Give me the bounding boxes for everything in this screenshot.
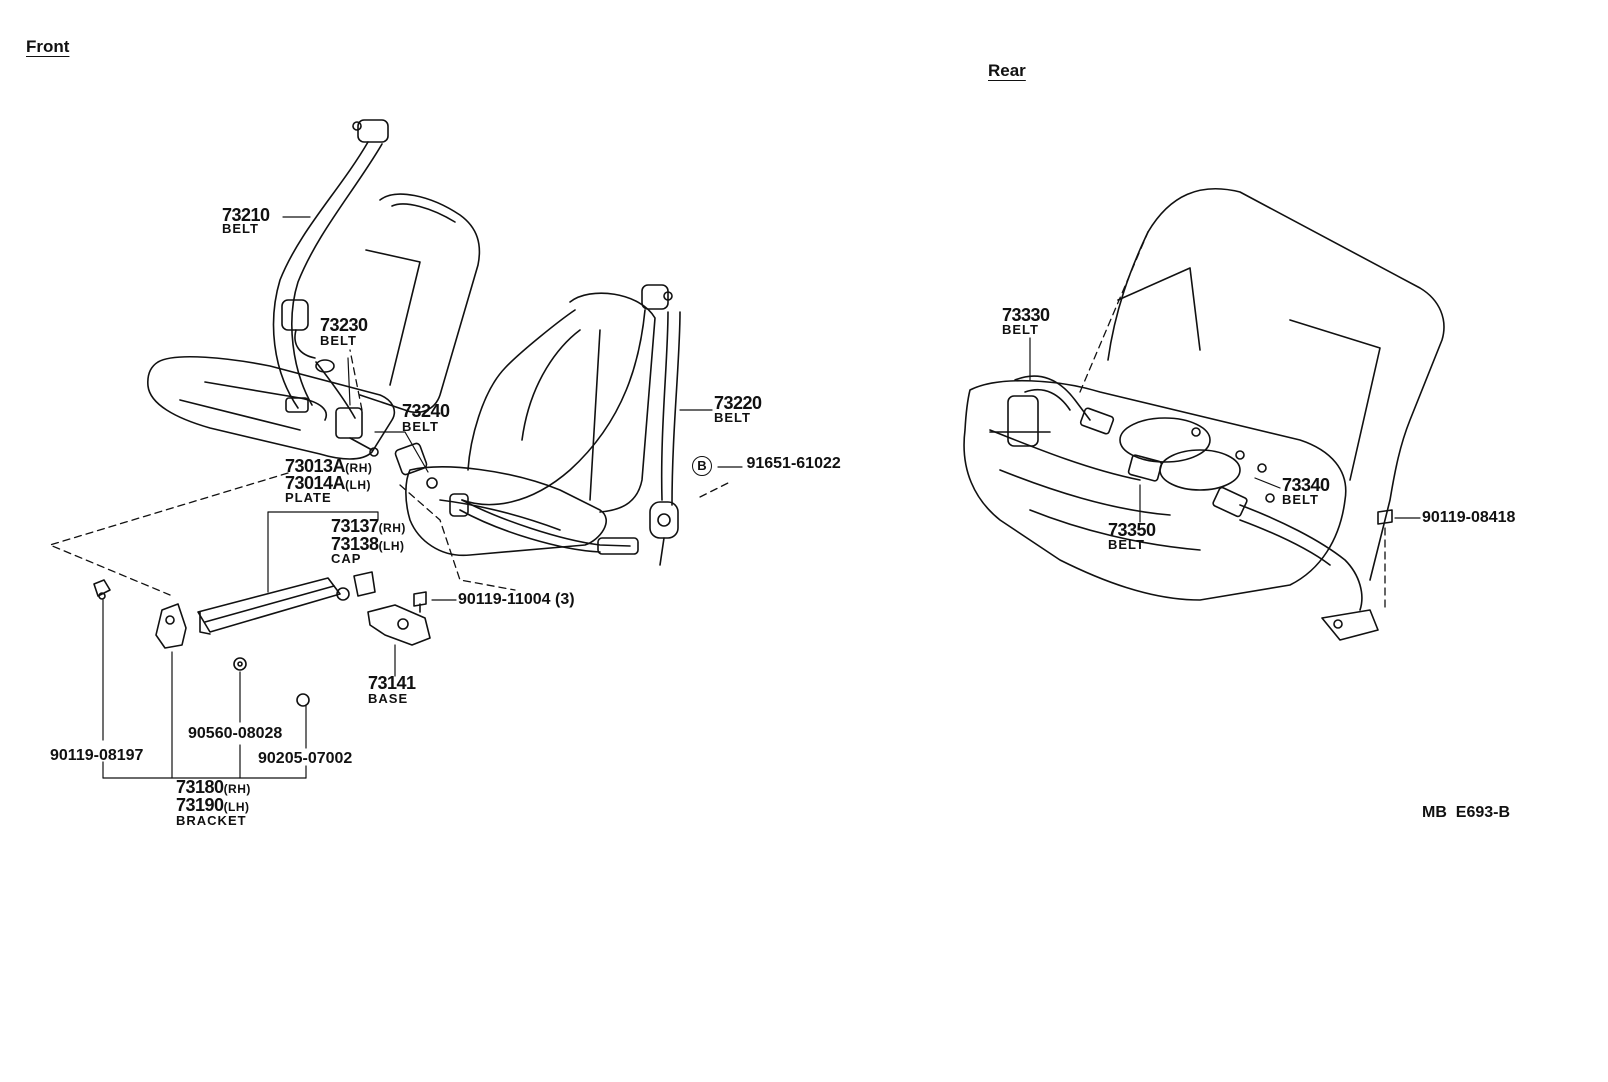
part-name-73230: BELT (320, 333, 357, 348)
part-number-73180: 73180 (176, 777, 224, 797)
rear-dash-outline (1079, 231, 1386, 611)
part-side-73014a: (LH) (345, 478, 372, 492)
part-number-73330: 73330 (1002, 305, 1050, 325)
part-number-73240: 73240 (402, 401, 450, 421)
part-name-73014a: PLATE (285, 490, 332, 505)
part-number-73137: 73137 (331, 516, 379, 536)
part-name-73190: BRACKET (176, 813, 247, 828)
part-number-73210: 73210 (222, 205, 270, 225)
part-name-73240: BELT (402, 419, 439, 434)
part-number-73190: 73190 (176, 795, 224, 815)
front-leader-lines (102, 216, 743, 779)
part-name-73220: BELT (714, 410, 751, 425)
part-73137: 73137(RH) (331, 517, 406, 536)
part-73013a: 73013A(RH) (285, 457, 372, 476)
fastener-number-91651: 91651-61022 (746, 455, 841, 472)
rear-leader-lines (1029, 337, 1421, 523)
part-name-73141: BASE (368, 691, 409, 706)
part-number-73350: 73350 (1108, 520, 1156, 540)
part-name-73350: BELT (1108, 537, 1145, 552)
part-side-73138: (LH) (378, 539, 405, 553)
front-dash-outline (49, 349, 731, 596)
fastener-90560-08028: 90560-08028 (188, 725, 283, 742)
part-name-73330: BELT (1002, 322, 1039, 337)
fastener-90205-07002: 90205-07002 (258, 750, 353, 767)
fastener-91651-61022: B 91651-61022 (692, 456, 841, 476)
part-73138: 73138(LH) (331, 535, 405, 554)
part-side-73180: (RH) (223, 782, 251, 796)
part-name-73138: CAP (331, 551, 362, 566)
part-number-73014a: 73014A (285, 473, 346, 493)
fastener-90119-11004: 90119-11004 (3) (458, 591, 575, 608)
front-right-shoulder-belt (394, 284, 681, 566)
front-section-title: Front (26, 37, 70, 56)
part-side-73137: (RH) (378, 521, 406, 535)
part-number-73141: 73141 (368, 673, 416, 693)
rear-belts (989, 375, 1393, 641)
part-number-73138: 73138 (331, 534, 379, 554)
marker-b-icon: B (692, 456, 712, 476)
front-right-seat (405, 292, 656, 557)
diagram-code: MB E693-B (1422, 804, 1511, 821)
part-number-73013a: 73013A (285, 456, 346, 476)
part-number-73220: 73220 (714, 393, 762, 413)
front-left-shoulder-belt (272, 119, 389, 457)
part-side-73013a: (RH) (345, 461, 373, 475)
part-side-73190: (LH) (223, 800, 250, 814)
rear-seat (963, 188, 1445, 601)
fastener-90119-08197: 90119-08197 (50, 747, 144, 764)
front-rail-and-parts (93, 571, 431, 707)
part-name-73340: BELT (1282, 492, 1319, 507)
part-number-73340: 73340 (1282, 475, 1330, 495)
part-number-73230: 73230 (320, 315, 368, 335)
part-name-73210: BELT (222, 221, 259, 236)
part-73014a: 73014A(LH) (285, 474, 371, 493)
rear-section-title: Rear (988, 61, 1026, 80)
fastener-90119-08418: 90119-08418 (1422, 509, 1516, 526)
part-73180: 73180(RH) (176, 778, 251, 797)
part-73190: 73190(LH) (176, 796, 250, 815)
front-left-seat (147, 193, 481, 460)
